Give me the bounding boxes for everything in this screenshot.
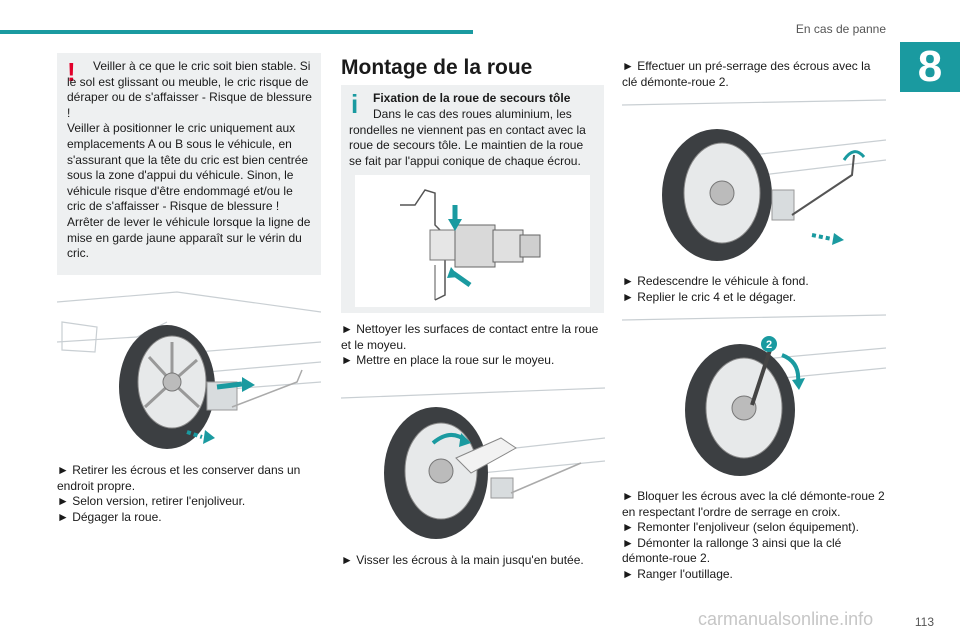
step-text: ► Remonter l'enjoliveur (selon équipemen… — [622, 520, 859, 535]
chapter-number-tab: 8 — [900, 42, 960, 92]
pre-tighten-illustration — [622, 95, 886, 263]
step-text: ► Démonter la rallonge 3 ainsi que la cl… — [622, 535, 842, 566]
middle-step-after: ► Visser les écrous à la main jusqu'en b… — [341, 553, 605, 569]
step-text: ► Nettoyer les surfaces de contact entre… — [341, 322, 599, 352]
info-icon: i — [351, 89, 359, 119]
info-text: Dans le cas des roues aluminium, les ron… — [349, 107, 586, 168]
step-text: ► Visser les écrous à la main jusqu'en b… — [341, 553, 584, 567]
step-text: ► Ranger l'outillage. — [622, 566, 733, 581]
step-text: ► Retirer les écrous et les conserver da… — [57, 463, 301, 493]
remove-wheel-illustration — [57, 282, 321, 452]
step-text: ► Redescendre le véhicule à fond. — [622, 274, 809, 288]
right-step1: ► Effectuer un pré-serrage des écrous av… — [622, 59, 886, 90]
info-title: Fixation de la roue de secours tôle — [373, 91, 571, 105]
tighten-nuts-illustration: 2 — [622, 310, 886, 478]
exclamation-icon: ! — [67, 57, 76, 87]
warning-paragraph: Arrêter de lever le véhicule lorsque la … — [67, 214, 311, 261]
info-box: i Fixation de la roue de secours tôle Da… — [341, 85, 604, 313]
watermark: carmanualsonline.info — [698, 609, 874, 629]
warning-text: Veiller à ce que le cric soit bien stabl… — [67, 59, 313, 262]
step-text: ► Mettre en place la roue sur le moyeu. — [341, 353, 555, 368]
nut-cross-section-illustration — [355, 175, 590, 307]
warning-paragraph: Veiller à ce que le cric soit bien stabl… — [67, 59, 312, 120]
middle-steps: ► Nettoyer les surfaces de contact entre… — [341, 322, 605, 369]
warning-box: ! Veiller à ce que le cric soit bien sta… — [57, 53, 321, 275]
section-title: En cas de panne — [795, 22, 886, 36]
figure-badge: 2 — [766, 339, 772, 351]
step-text: ► Bloquer les écrous avec la clé démonte… — [622, 489, 885, 519]
right-steps2: ► Redescendre le véhicule à fond. ► Repl… — [622, 274, 886, 305]
step-text: ► Effectuer un pré-serrage des écrous av… — [622, 59, 871, 89]
step-text: ► Dégager la roue. — [57, 509, 162, 524]
section-heading: Montage de la roue — [341, 56, 533, 79]
left-steps: ► Retirer les écrous et les conserver da… — [57, 463, 321, 525]
page-number: 113 — [914, 615, 934, 629]
step-text: ► Replier le cric 4 et le dégager. — [622, 289, 796, 304]
header-accent-bar — [0, 30, 473, 34]
right-steps3: ► Bloquer les écrous avec la clé démonte… — [622, 489, 886, 583]
warning-paragraph: Veiller à positionner le cric uniquement… — [67, 121, 309, 214]
mount-wheel-illustration — [341, 383, 605, 543]
step-text: ► Selon version, retirer l'enjoliveur. — [57, 494, 246, 509]
